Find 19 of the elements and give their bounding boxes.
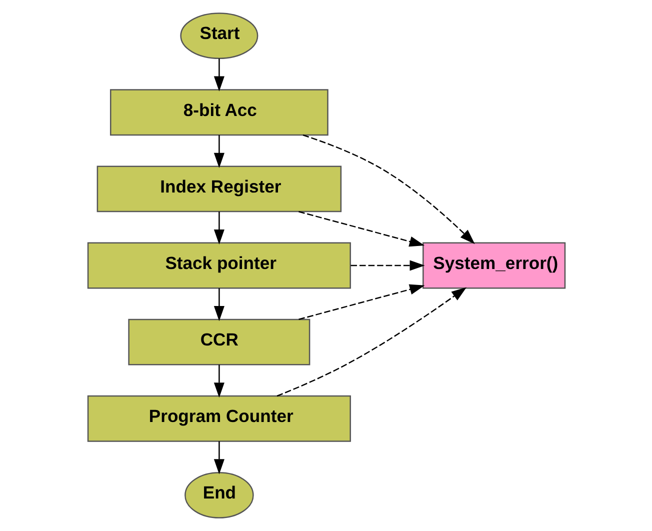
arrow <box>213 212 224 245</box>
node-box: System_error() <box>422 242 566 289</box>
arrow <box>276 287 466 397</box>
node-box: 8-bit Acc <box>109 89 328 136</box>
arrow <box>213 288 224 322</box>
node-box: Stack pointer <box>86 242 350 289</box>
node-box: Program Counter <box>86 395 350 442</box>
arrow <box>213 58 224 92</box>
arrow <box>213 441 224 474</box>
node-ellipse: Start <box>180 12 258 60</box>
arrow <box>213 364 224 398</box>
arrow <box>298 284 424 320</box>
arrow <box>350 260 424 271</box>
arrow <box>298 211 424 247</box>
node-box: CCR <box>128 318 310 366</box>
arrow <box>302 134 474 244</box>
arrow <box>213 135 224 168</box>
node-ellipse: End <box>184 472 254 518</box>
node-box: Index Register <box>96 166 342 212</box>
